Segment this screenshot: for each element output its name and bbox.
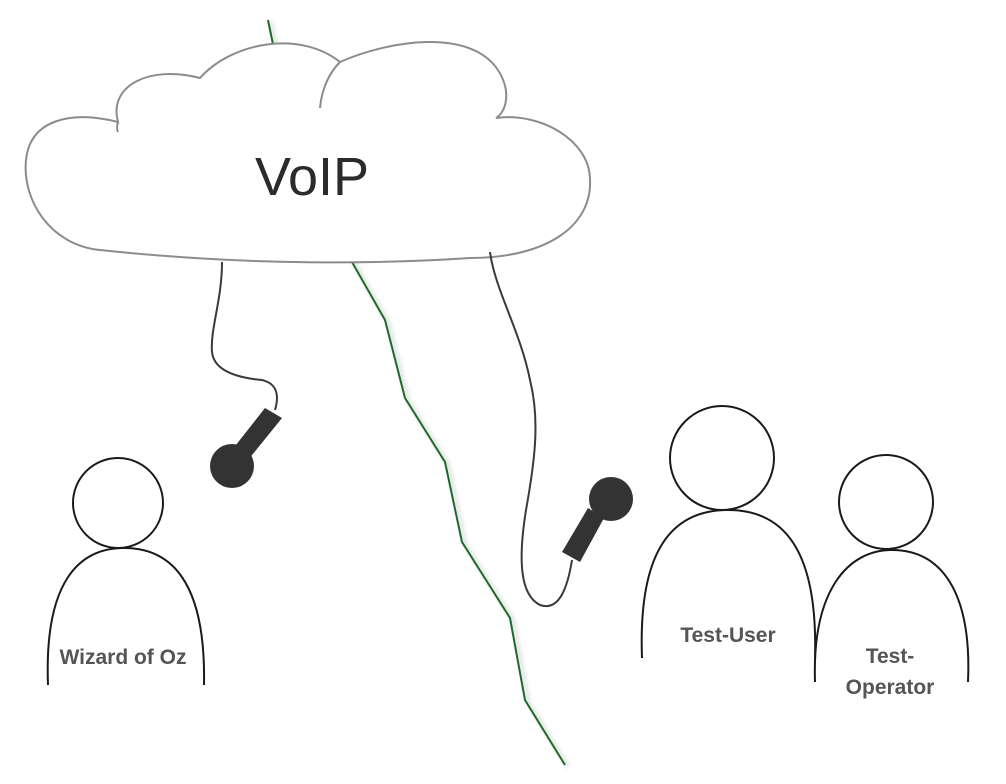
person-wizard: Wizard of Oz (46, 457, 206, 686)
person-label-test-user: Test-User (680, 624, 775, 647)
person-label-test-operator-line2: Operator (846, 676, 935, 699)
microphone-icon (210, 444, 254, 488)
microphone-cable-right (489, 251, 573, 608)
cloud-inner-curve (116, 121, 119, 133)
person-body (46, 546, 206, 686)
cloud-label: VoIP (255, 147, 369, 207)
microphone-icon (232, 408, 282, 460)
microphone-left (210, 408, 282, 488)
person-test-user: Test-User (640, 405, 817, 659)
person-body (813, 548, 970, 683)
microphone-icon (589, 477, 633, 521)
person-icon (72, 457, 164, 549)
cloud-icon (24, 41, 592, 264)
voip-cloud: VoIP (24, 41, 592, 264)
microphone-icon (562, 508, 604, 562)
microphone-cable-left (210, 261, 278, 411)
person-body (640, 508, 817, 659)
cloud-inner-curve (319, 61, 341, 109)
person-test-operator: Test- Operator (813, 454, 970, 699)
person-label-wizard: Wizard of Oz (60, 646, 187, 669)
microphone-right (562, 477, 633, 562)
person-label-test-operator-line1: Test- (866, 645, 915, 668)
person-icon (838, 454, 934, 550)
person-icon (669, 405, 775, 511)
